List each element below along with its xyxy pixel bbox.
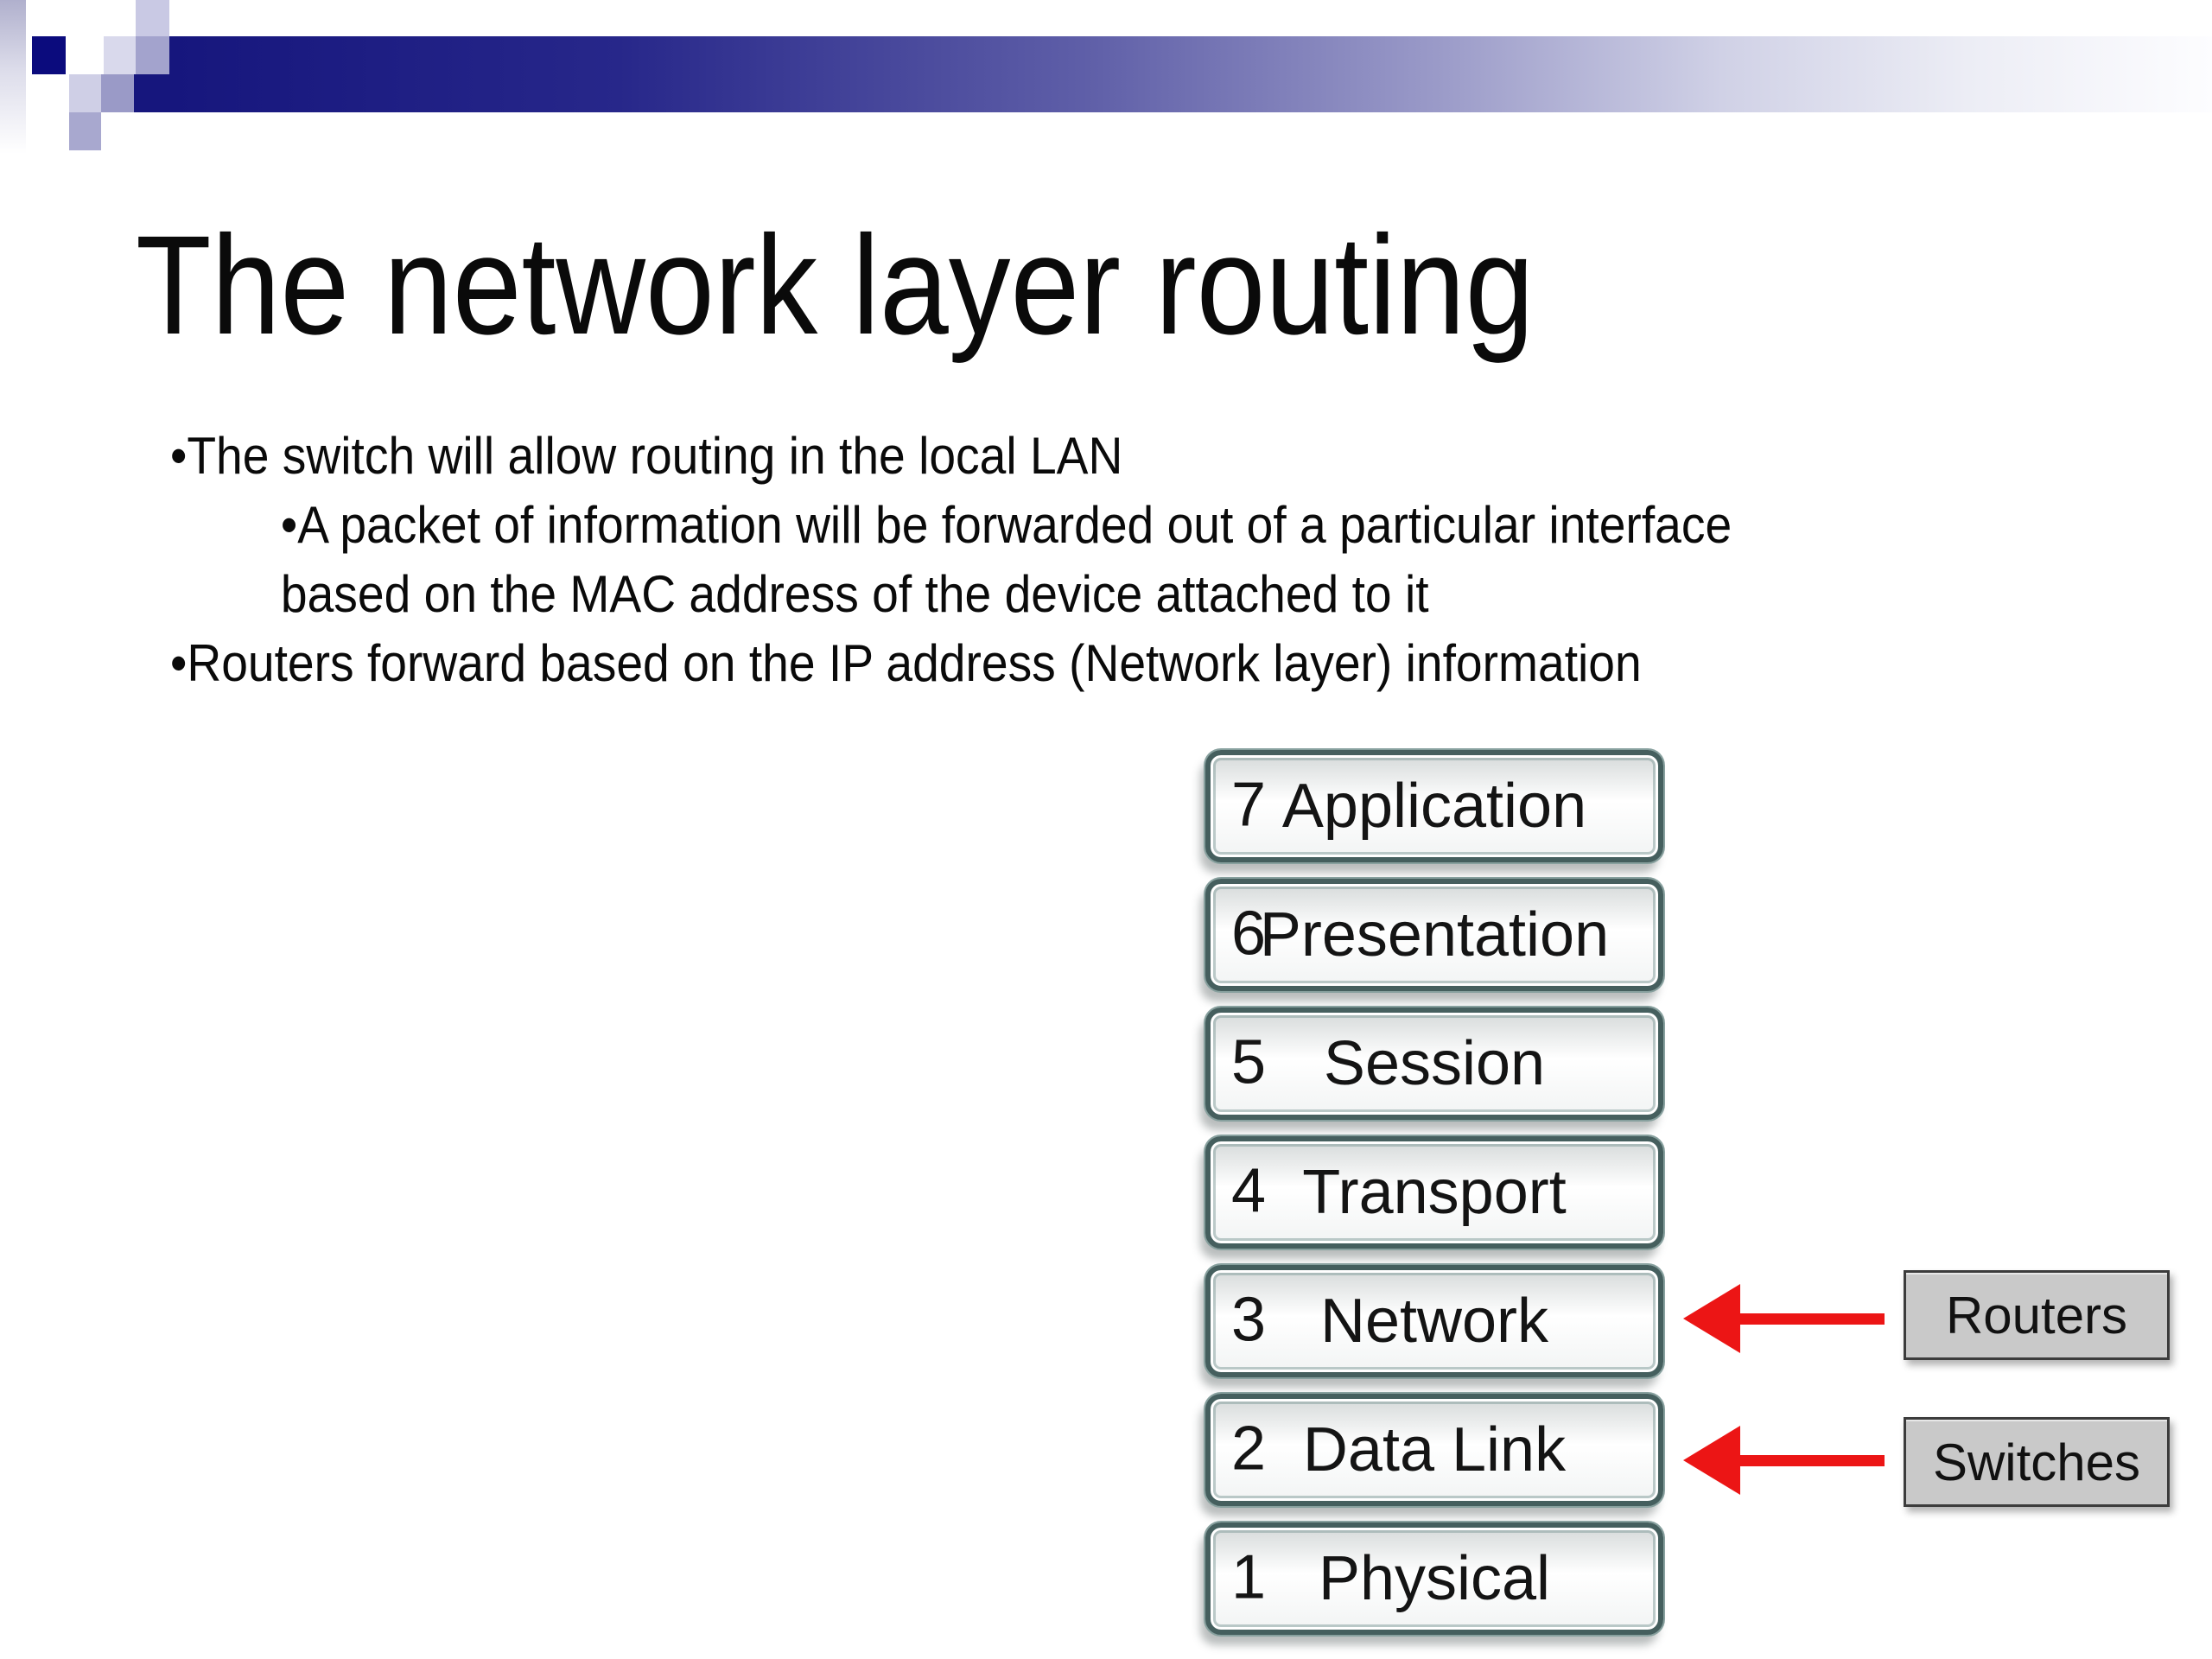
bullet-text: A packet of information will be forwarde… [297,496,1732,554]
layer-number: 5 [1231,1027,1267,1097]
arrow-left-icon [1683,1426,1740,1495]
bullet-marker: • [280,496,298,554]
layer-box-session: 5 Session [1205,1007,1663,1120]
arrow-shaft [1733,1313,1885,1325]
bullet-text: based on the MAC address of the device a… [280,565,1429,623]
layer-name: Presentation [1259,900,1610,969]
layer-box-physical: 1 Physical [1205,1522,1663,1635]
layer-number: 6 [1231,899,1267,969]
layer-name: Application [1281,772,1587,841]
pixel-square-top-strip [136,0,169,36]
layer-box-transport: 4 Transport [1205,1136,1663,1249]
arrow-left-icon [1683,1284,1740,1353]
pixel-square-light-1 [104,36,136,74]
layer-name: Network [1319,1287,1549,1356]
bullet-item-continuation: based on the MAC address of the device a… [281,560,1732,629]
page-title: The network layer routing [136,206,1535,364]
bullet-marker: • [170,427,188,485]
arrow-shaft [1733,1455,1885,1466]
bullet-item: •Routers forward based on the IP address… [170,629,1732,698]
switches-arrow [1683,1426,1888,1495]
layer-name: Physical [1318,1544,1551,1613]
bullet-text: Routers forward based on the IP address … [187,634,1642,692]
routers-label: Routers [1904,1270,2170,1360]
pixel-square-medium-2 [101,74,134,112]
layer-number: 7 [1231,770,1267,840]
layer-box-application: 7 Application [1205,750,1663,862]
pixel-square-medium-3 [69,112,101,150]
gradient-band [169,36,2212,112]
routers-arrow [1683,1284,1888,1353]
left-gradient-strip [0,0,26,154]
layer-box-data-link: 2 Data Link [1205,1394,1663,1506]
layer-box-network: 3 Network [1205,1265,1663,1377]
layer-number: 1 [1231,1542,1267,1612]
pixel-square-light-2 [69,74,101,112]
gradient-band-left-extension [134,74,169,112]
bullet-marker: • [170,634,188,692]
layer-number: 4 [1231,1156,1267,1226]
layer-number: 2 [1231,1414,1267,1484]
bullet-item: •A packet of information will be forward… [281,491,1732,560]
bullet-text: The switch will allow routing in the loc… [187,427,1123,485]
layer-name: Transport [1302,1158,1567,1227]
layer-name: Data Link [1302,1415,1567,1484]
pixel-square-navy [32,36,66,74]
layer-number: 3 [1231,1285,1267,1355]
bullet-item: •The switch will allow routing in the lo… [170,422,1732,491]
pixel-square-medium-1 [136,36,169,74]
switches-label: Switches [1904,1417,2170,1507]
bullet-list: •The switch will allow routing in the lo… [170,422,1732,698]
layer-name: Session [1323,1029,1546,1098]
layer-box-presentation: 6 Presentation [1205,879,1663,991]
